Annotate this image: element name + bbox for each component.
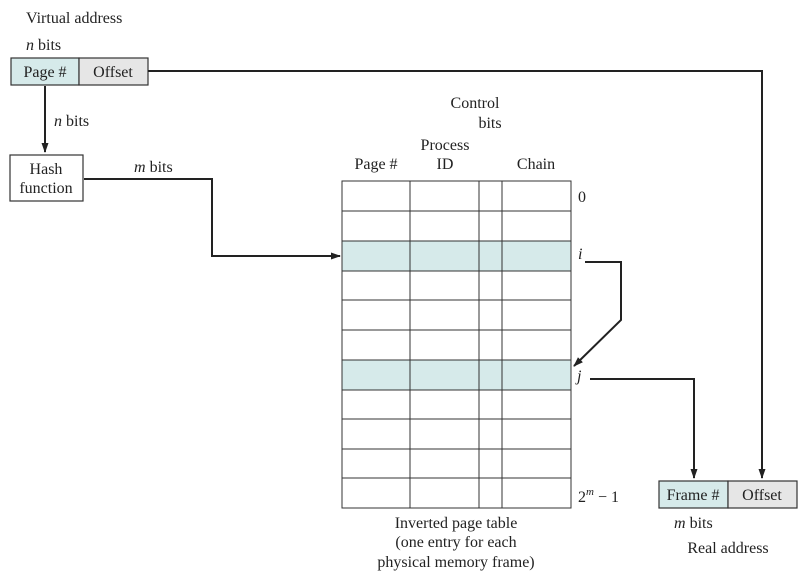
table-row-i-highlight: [342, 241, 571, 271]
real-address-title: Real address: [687, 540, 768, 557]
chain-i-to-j-arrow: [573, 261, 622, 367]
virtual-page-number-label: Page #: [23, 64, 66, 81]
hash-function-box: [9, 154, 84, 202]
real-offset-field: [727, 480, 798, 509]
virtual-offset-label: Offset: [93, 64, 133, 81]
table-caption-3: physical memory frame): [377, 554, 534, 571]
hash-function-label-1: Hash: [30, 161, 63, 178]
row-label-j: j: [575, 368, 582, 385]
virtual-address-title: Virtual address: [26, 10, 122, 27]
offset-to-real-offset-arrow: [148, 70, 766, 479]
table-caption-1: Inverted page table: [395, 515, 518, 532]
real-offset-label: Offset: [742, 487, 782, 504]
chain-header: Chain: [517, 156, 555, 173]
process-id-header-2: ID: [437, 156, 454, 173]
virtual-offset-field: [78, 57, 149, 86]
hash-output-bits: m bits: [134, 159, 173, 176]
row-label-i: i: [578, 246, 582, 263]
virtual-address-bits: n bits: [26, 37, 61, 54]
control-bits-header-2: bits: [478, 115, 501, 132]
row-label-last: 2m − 1: [578, 486, 619, 506]
row-label-zero: 0: [578, 189, 586, 206]
real-frame-number-label: Frame #: [667, 487, 720, 504]
control-bits-header-1: Control: [451, 95, 500, 112]
table-border: [341, 180, 572, 509]
inverted-page-table: [341, 180, 572, 509]
hash-to-table-arrow: [84, 178, 341, 260]
page-number-header: Page #: [354, 156, 397, 173]
j-to-frame-arrow: [590, 378, 698, 479]
virtual-page-number-field: [10, 57, 80, 86]
hash-input-bits: n bits: [54, 113, 89, 130]
real-address-bits: m bits: [674, 515, 713, 532]
table-caption-2: (one entry for each: [395, 534, 516, 551]
process-id-header-1: Process: [421, 137, 470, 154]
table-row-j-highlight: [342, 360, 571, 390]
hash-function-label-2: function: [19, 180, 72, 197]
